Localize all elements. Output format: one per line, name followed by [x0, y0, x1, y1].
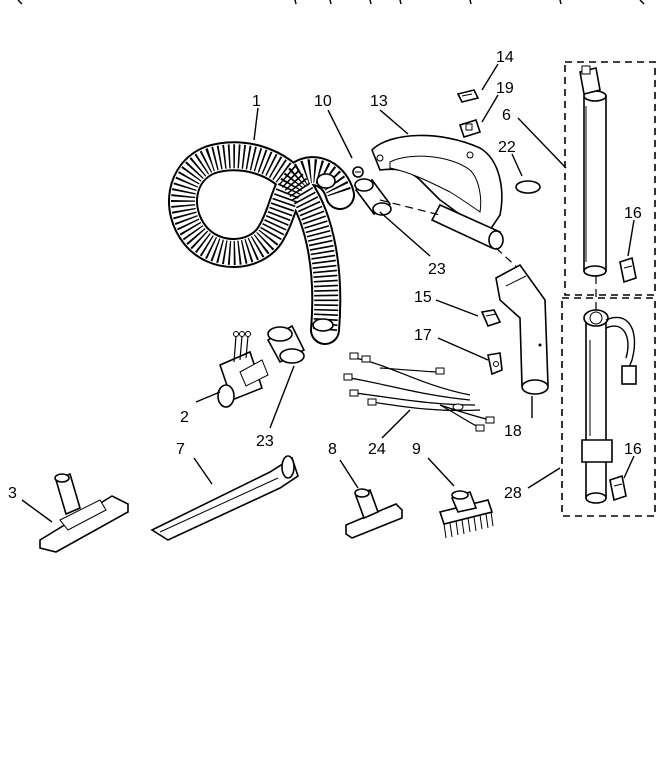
latch-part	[487, 352, 503, 376]
label-part-3: 3	[8, 485, 17, 502]
part-number-labels: 1 10 13 14 19 6 22 16 23 15 17 2 23 18 7…	[8, 49, 642, 502]
label-part-24: 24	[368, 441, 386, 458]
label-part-8: 8	[328, 441, 337, 458]
label-part-14: 14	[496, 49, 514, 66]
label-part-17: 17	[414, 327, 432, 344]
label-part-1: 1	[252, 93, 261, 110]
assembly-guide-1	[379, 199, 441, 216]
label-part-23-upper: 23	[428, 261, 446, 278]
wand-elbow-part	[495, 263, 549, 395]
label-part-7: 7	[176, 441, 185, 458]
label-part-28: 28	[504, 485, 522, 502]
wand-upper-group-box	[564, 61, 656, 296]
handle-part	[371, 134, 504, 250]
label-part-13: 13	[370, 93, 388, 110]
floor-tool-part	[39, 472, 129, 553]
label-part-22: 22	[498, 139, 516, 156]
dusting-brush-part	[438, 490, 494, 539]
label-part-2: 2	[180, 409, 189, 426]
label-part-15: 15	[414, 289, 432, 306]
label-part-16-upper: 16	[624, 205, 642, 222]
upholstery-tool-part	[345, 488, 403, 539]
label-part-18: 18	[504, 423, 522, 440]
clip-part	[480, 309, 502, 327]
crevice-tool-part	[150, 455, 299, 541]
upper-wand-part	[579, 65, 607, 277]
label-part-9: 9	[412, 441, 421, 458]
hose-cuff-lower-part	[266, 324, 306, 364]
switch-part	[456, 89, 480, 103]
label-part-6: 6	[502, 107, 511, 124]
label-part-23-lower: 23	[256, 433, 274, 450]
wand-clip-upper-part	[619, 256, 637, 284]
hose-part	[168, 141, 355, 345]
gasket-part	[515, 180, 541, 194]
switch-bracket-part	[458, 119, 482, 138]
leader-lines	[21, 63, 635, 523]
label-part-16-lower: 16	[624, 441, 642, 458]
cord-connector-part	[217, 331, 269, 408]
hose-cuff-upper-part	[354, 178, 392, 216]
wand-clip-lower-part	[609, 474, 627, 502]
screw-part	[352, 166, 364, 178]
cropped-top-marks	[17, 0, 645, 5]
lower-wand-part	[581, 309, 637, 504]
wire-harness-part	[349, 357, 491, 429]
label-part-10: 10	[314, 93, 332, 110]
wire-harness-terminals	[343, 352, 495, 432]
wand-lower-group-box	[561, 297, 656, 517]
label-part-19: 19	[496, 80, 514, 97]
